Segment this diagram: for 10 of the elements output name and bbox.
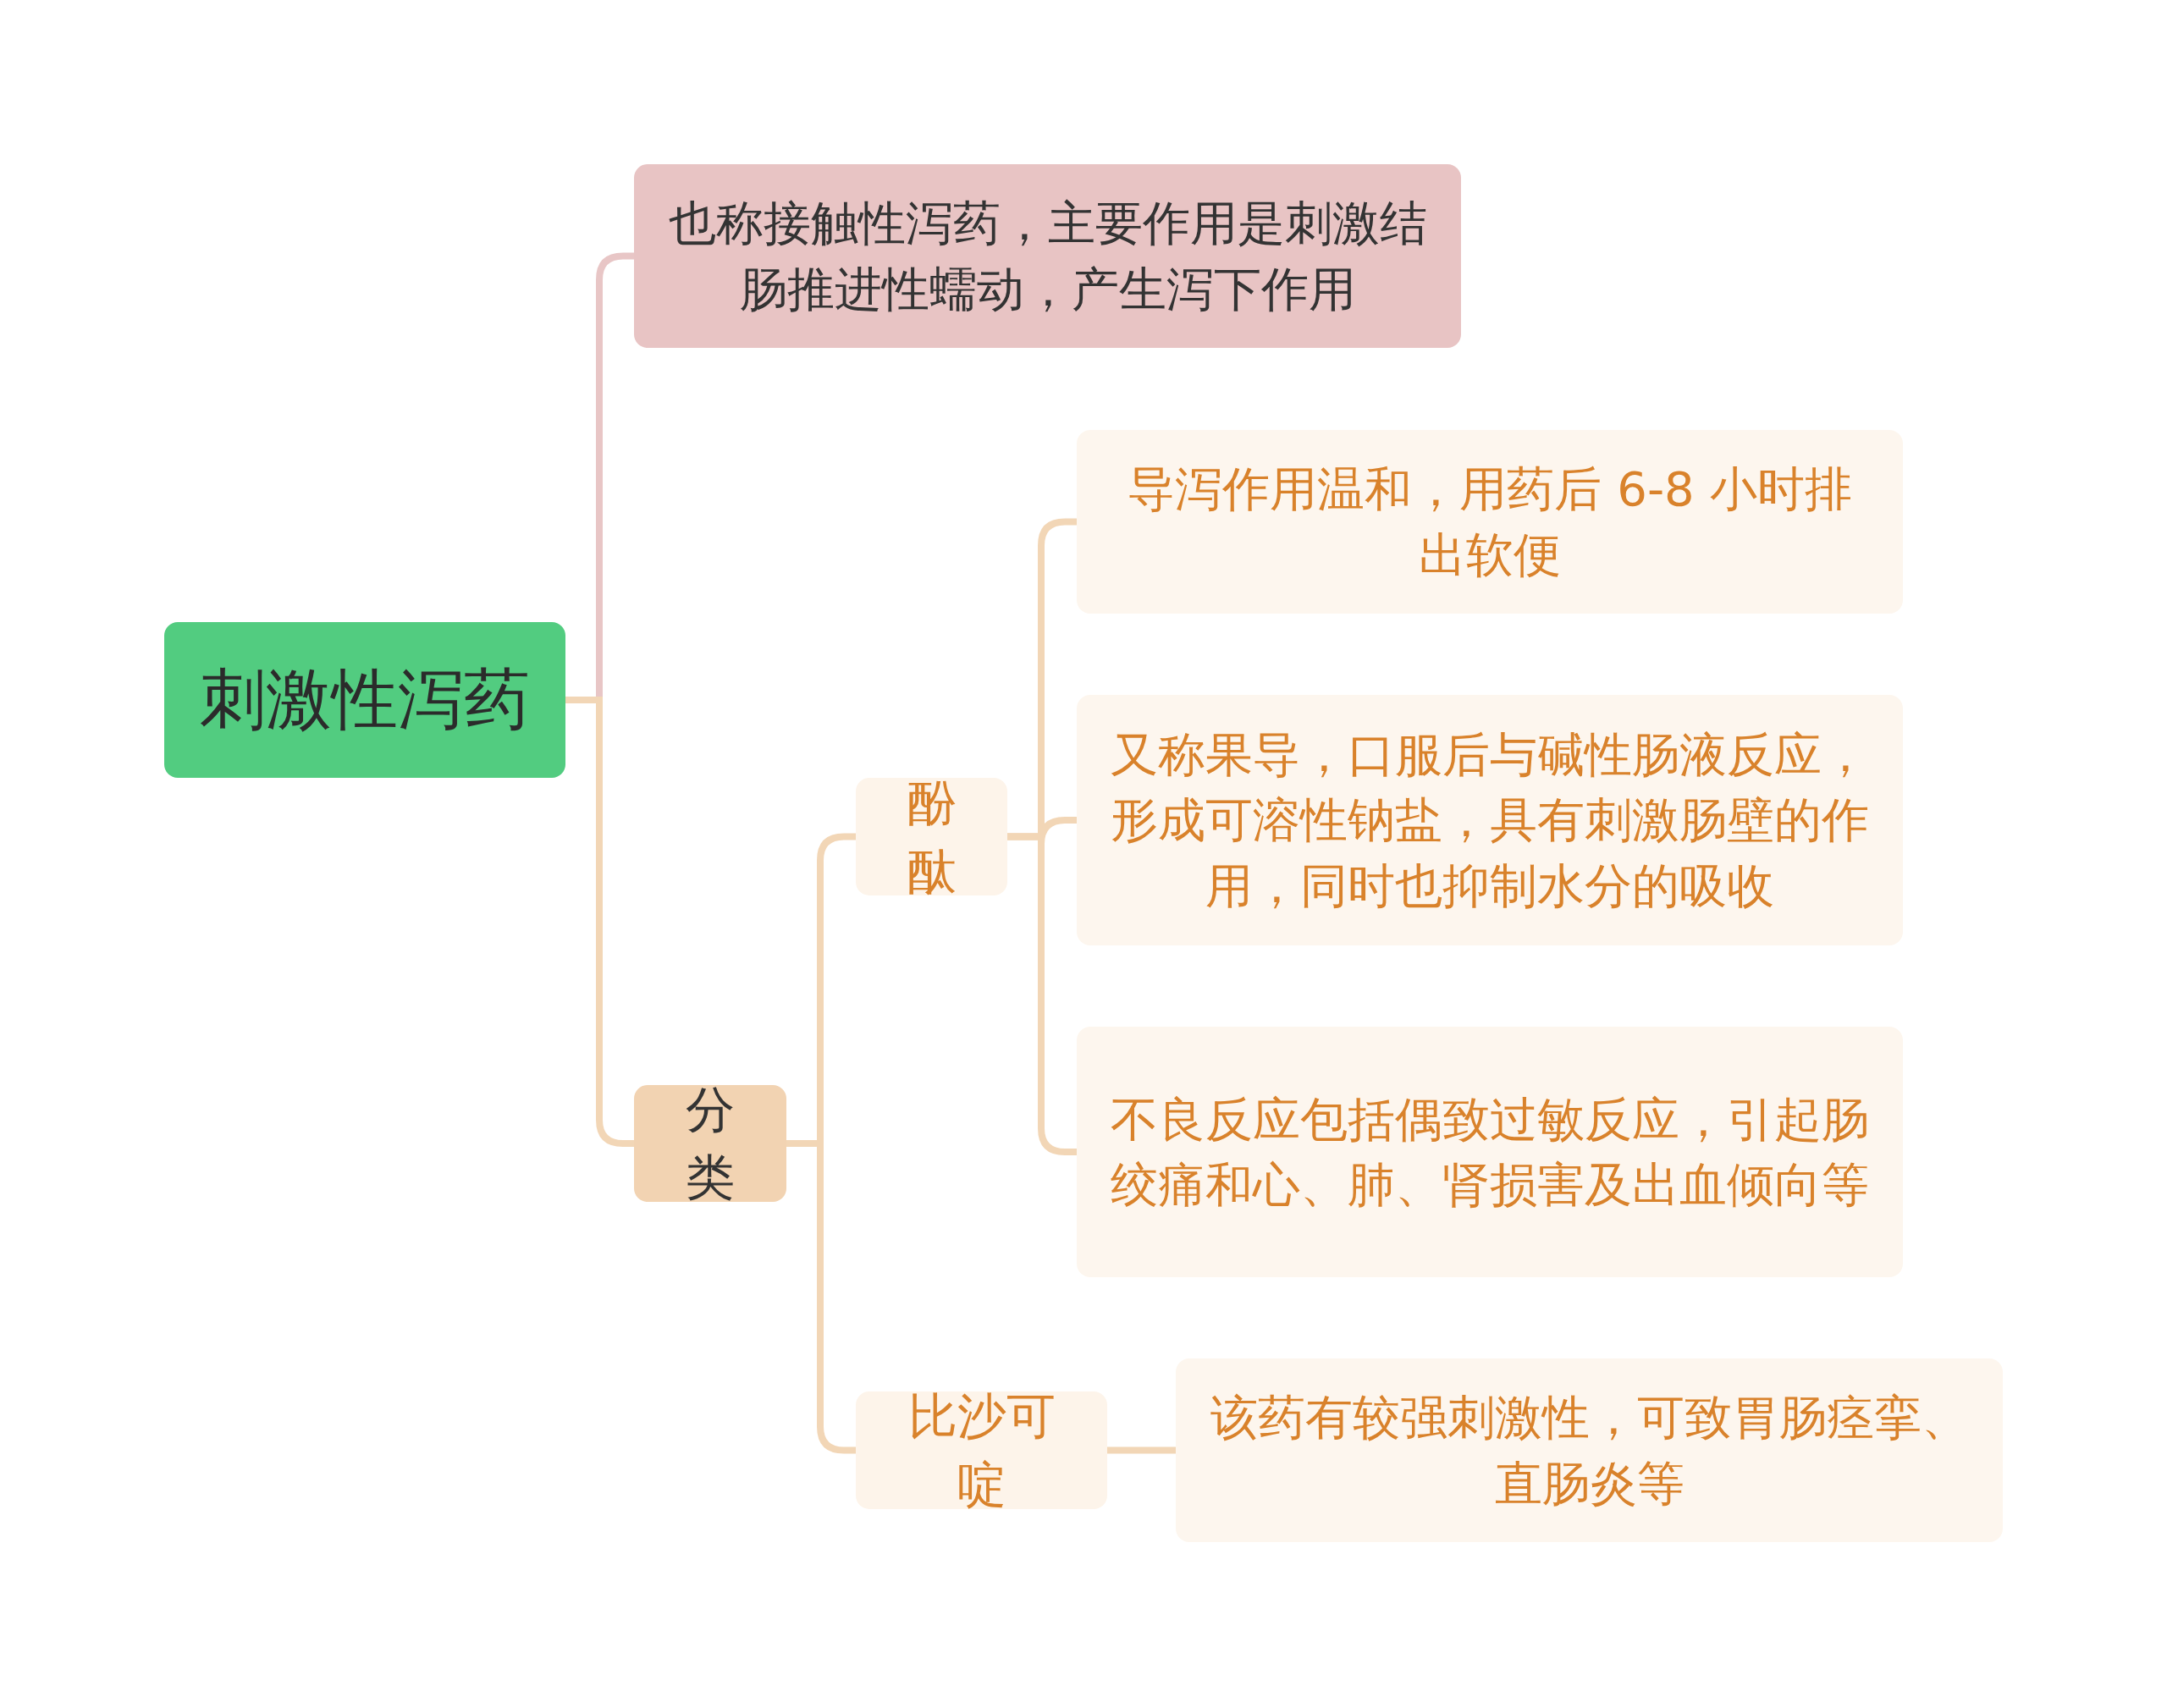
subtopic-box: 导泻作用温和，用药后 6-8 小时排出软便 <box>1077 430 1903 614</box>
subtopic-box: 酚酞 <box>856 778 1007 895</box>
subtopic-box: 比沙可啶 <box>856 1391 1107 1509</box>
subtopic-box: 不良反应包括偶致过敏反应，引起肠绞痛和心、肺、肾损害及出血倾向等 <box>1077 1027 1903 1277</box>
subtopic-box: 该药有较强刺激性，可致胃肠痉挛、直肠炎等 <box>1176 1358 2003 1542</box>
topic-box: 也称接触性泻药，主要作用是刺激结肠推进性蠕动，产生泻下作用 <box>634 164 1461 348</box>
root-topic-box: 刺激性泻药 <box>164 622 565 778</box>
subtopic-box: 又称果导，口服后与碱性肠液反应，形成可溶性钠盐，具有刺激肠壁的作用，同时也抑制水分的吸收 <box>1077 695 1903 945</box>
connector-line <box>1107 1446 1176 1454</box>
topic-box: 分类 <box>634 1085 786 1202</box>
